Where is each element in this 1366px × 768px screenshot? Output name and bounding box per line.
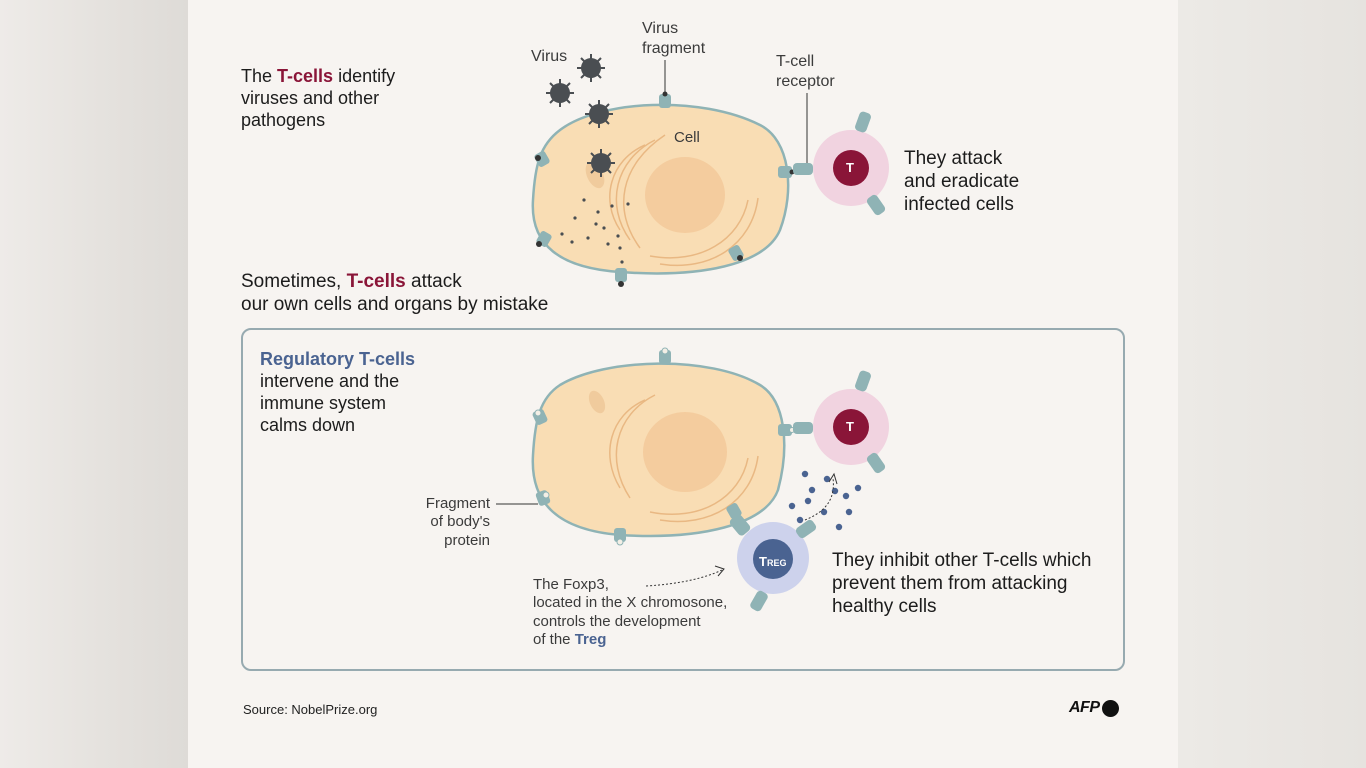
afp-logo-dot (1101, 699, 1119, 717)
virus-particles (560, 198, 630, 264)
treg-cell (729, 514, 817, 612)
infected-cell (531, 91, 795, 287)
intro-text: The T-cells identify viruses and other p… (241, 66, 396, 130)
virus-label: Virus (531, 48, 568, 65)
foxp3-text: The Foxp3, located in the X chromosone, … (533, 576, 728, 648)
source-text: Source: NobelPrize.org (243, 702, 378, 717)
attack-text: They attack and eradicate infected cells (904, 148, 1020, 216)
t-cell-letter-top: T (846, 160, 854, 175)
fragment-label: Fragment of body's protein (425, 495, 490, 549)
left-margin (0, 0, 188, 768)
virus (546, 79, 574, 107)
sometimes-text: Sometimes, T-cells attack our own cells … (241, 271, 549, 316)
regulatory-text: Regulatory T-cells intervene and the imm… (260, 349, 416, 435)
afp-logo: AFP (1069, 698, 1119, 718)
virus (587, 149, 615, 177)
virus-group (546, 54, 615, 177)
cell-label: Cell (674, 129, 700, 146)
inhibitor-molecules (788, 470, 862, 531)
cell-nucleus (643, 412, 727, 492)
cell-nucleus (645, 157, 725, 233)
t-cell-letter-bottom: T (846, 419, 854, 434)
right-margin (1178, 0, 1366, 768)
virus (577, 54, 605, 82)
foxp3-arrow (645, 569, 723, 587)
treg-label: TREG (759, 554, 787, 569)
inhibit-text: They inhibit other T-cells which prevent… (832, 550, 1092, 618)
afp-logo-text: AFP (1069, 699, 1100, 716)
regulatory-section-frame (241, 328, 1125, 671)
virus (585, 100, 613, 128)
t-cell-bottom (793, 370, 889, 474)
healthy-cell (531, 347, 795, 546)
t-cell-top (793, 111, 889, 216)
